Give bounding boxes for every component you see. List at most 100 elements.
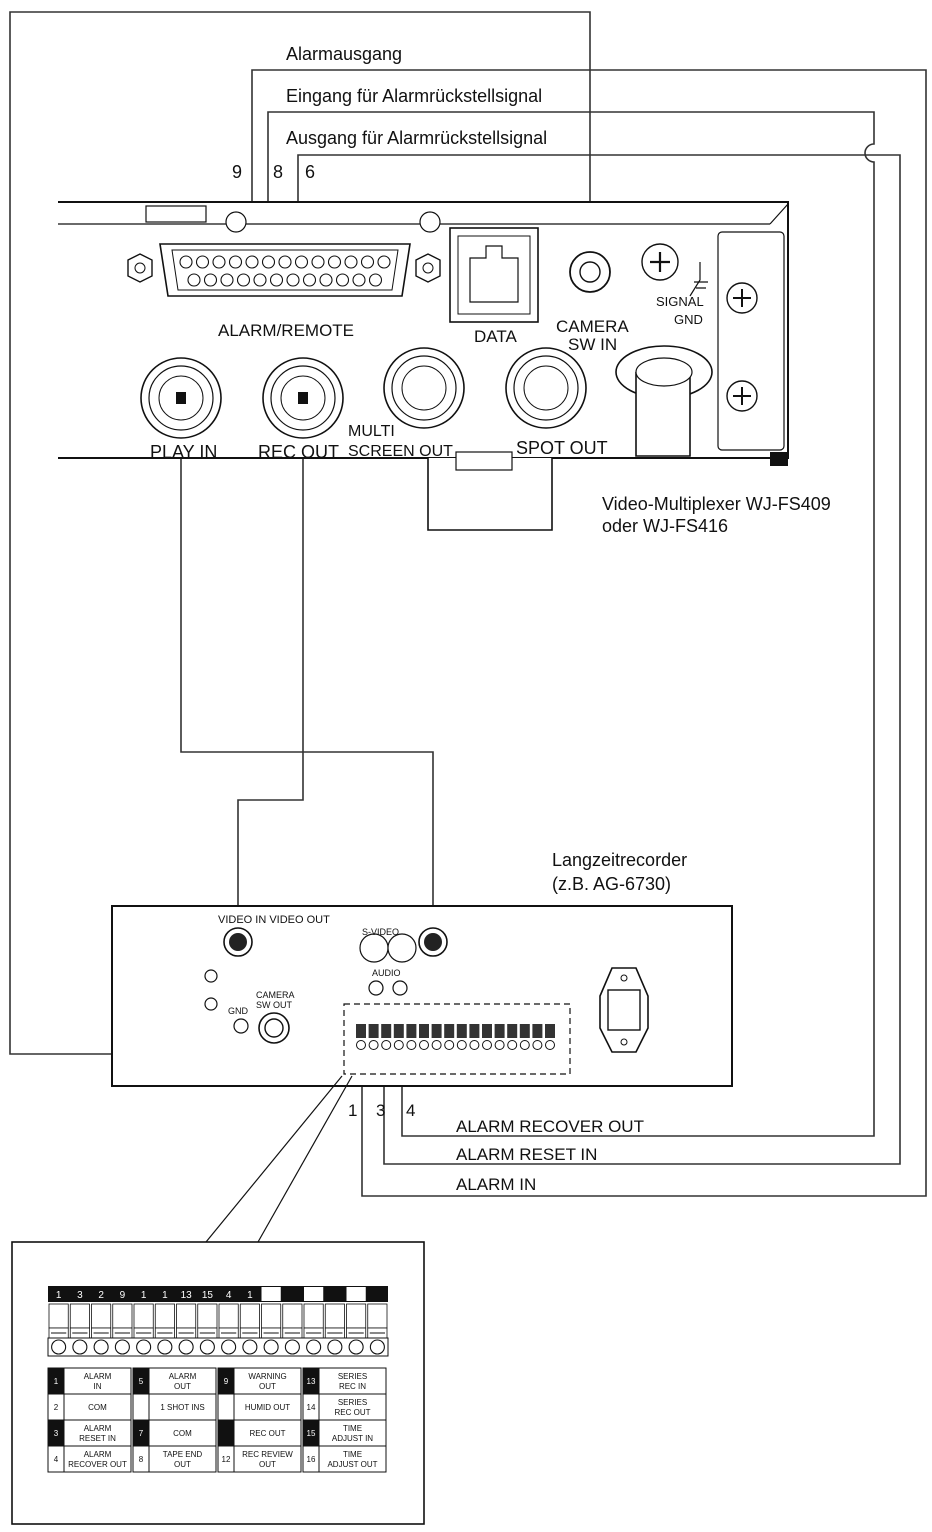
terminal-number: 7 bbox=[139, 1429, 144, 1438]
terminal bbox=[406, 1024, 417, 1050]
label-camera-sw-out-1: CAMERA bbox=[256, 990, 295, 1000]
terminal-function-label: REC IN bbox=[339, 1382, 366, 1391]
label-audio: AUDIO bbox=[372, 968, 401, 978]
detail-terminal bbox=[282, 1303, 303, 1355]
terminal-label-4: 4 bbox=[406, 1101, 415, 1120]
wire-reset-input bbox=[267, 111, 875, 1137]
terminal-label-1: 1 bbox=[348, 1101, 357, 1120]
label-data: DATA bbox=[474, 327, 517, 346]
strip-number: 9 bbox=[120, 1290, 126, 1301]
label-video-in-out: VIDEO IN VIDEO OUT bbox=[218, 914, 330, 926]
terminal-number: 12 bbox=[222, 1455, 231, 1464]
terminal-function-label: ADJUST IN bbox=[332, 1434, 373, 1443]
terminal-function-label: ADJUST OUT bbox=[327, 1460, 377, 1469]
terminal bbox=[469, 1024, 480, 1050]
terminal-function-label: OUT bbox=[174, 1382, 191, 1391]
terminal-function-label: COM bbox=[88, 1403, 107, 1412]
terminal-function-label: OUT bbox=[259, 1382, 276, 1391]
audio-jacks bbox=[368, 980, 408, 996]
terminal bbox=[356, 1024, 366, 1050]
terminal-function-label: ALARM bbox=[169, 1372, 197, 1381]
label-camera-sw-in-2: SW IN bbox=[568, 335, 617, 354]
hex-nut-icon bbox=[415, 253, 441, 283]
strip-number: 1 bbox=[56, 1290, 62, 1301]
dsub-pin bbox=[335, 273, 350, 287]
terminal bbox=[532, 1024, 543, 1050]
terminal-function-label: ALARM bbox=[84, 1424, 112, 1433]
detail-terminal bbox=[197, 1303, 218, 1355]
dsub-pin bbox=[195, 255, 210, 269]
label-play-in: PLAY IN bbox=[150, 442, 217, 462]
pin-label-6: 6 bbox=[305, 162, 315, 182]
labels: Alarmausgang Eingang für Alarmrückstells… bbox=[150, 44, 831, 1194]
terminal-function-label: TIME bbox=[343, 1450, 362, 1459]
recorder-caption-2: (z.B. AG-6730) bbox=[552, 874, 671, 894]
recorder-caption-1: Langzeitrecorder bbox=[552, 850, 687, 870]
data-port bbox=[449, 227, 539, 323]
terminal-number: 13 bbox=[307, 1377, 316, 1386]
recorder-panel bbox=[111, 905, 733, 1087]
bnc-multi-screen-out bbox=[383, 347, 465, 429]
terminal-function-cell: 1 SHOT INS bbox=[132, 1393, 217, 1421]
dsub-pin bbox=[187, 273, 201, 287]
wire-play-in bbox=[180, 398, 434, 928]
terminal-function-label: ALARM bbox=[84, 1372, 112, 1381]
strip-number: 3 bbox=[77, 1290, 83, 1301]
dsub-pin bbox=[327, 255, 342, 269]
dsub-pin bbox=[294, 255, 309, 269]
terminal-function-label: WARNING bbox=[248, 1372, 286, 1381]
strip-number: 13 bbox=[181, 1290, 193, 1301]
label-camera-sw-out-2: SW OUT bbox=[256, 1000, 292, 1010]
terminal bbox=[419, 1024, 429, 1050]
label-alarm-remote: ALARM/REMOTE bbox=[218, 321, 354, 340]
dsub-pin bbox=[344, 255, 358, 269]
dsub-pin bbox=[253, 273, 267, 287]
label-signal: SIGNAL bbox=[656, 294, 704, 309]
video-in-jack bbox=[223, 927, 253, 957]
dsub-pin bbox=[261, 255, 276, 269]
terminal-number: 16 bbox=[307, 1455, 316, 1464]
detail-terminal bbox=[218, 1303, 239, 1355]
bnc-rec-out bbox=[262, 357, 344, 439]
terminal-number: 4 bbox=[54, 1455, 59, 1464]
detail-terminal bbox=[346, 1303, 367, 1355]
terminal bbox=[393, 1024, 404, 1050]
strip-number: 4 bbox=[226, 1290, 232, 1301]
dsub-pin bbox=[212, 255, 226, 269]
dsub-pin bbox=[179, 255, 193, 269]
terminal-function-label: TIME bbox=[343, 1424, 362, 1433]
bnc-spot-out bbox=[505, 347, 587, 429]
pin-label-9: 9 bbox=[232, 162, 242, 182]
dsub-pin bbox=[245, 255, 259, 269]
terminal-function-label: IN bbox=[94, 1382, 102, 1391]
power-socket-icon bbox=[599, 967, 649, 1053]
label-multi-1: MULTI bbox=[348, 423, 395, 440]
label-reset-input: Eingang für Alarmrückstellsignal bbox=[286, 86, 542, 106]
terminal-number: 1 bbox=[54, 1377, 59, 1386]
terminal bbox=[494, 1024, 505, 1050]
label-alarm-reset-in: ALARM RESET IN bbox=[456, 1145, 597, 1164]
alarm-remote-connector bbox=[127, 243, 441, 297]
terminal bbox=[545, 1024, 555, 1050]
signal-ground-screw-icon bbox=[641, 243, 708, 297]
dsub-pin bbox=[286, 273, 300, 287]
dsub-pin bbox=[203, 273, 218, 287]
label-alarm-output: Alarmausgang bbox=[286, 44, 402, 64]
terminal-function-label: REC REVIEW bbox=[242, 1450, 293, 1459]
camera-sw-out-jack bbox=[258, 1012, 290, 1044]
dsub-pin bbox=[319, 273, 333, 287]
dsub-pin bbox=[352, 273, 366, 287]
label-rec-out: REC OUT bbox=[258, 442, 339, 462]
s-video-jacks bbox=[359, 933, 417, 963]
label-rec-gnd: GND bbox=[228, 1006, 249, 1016]
